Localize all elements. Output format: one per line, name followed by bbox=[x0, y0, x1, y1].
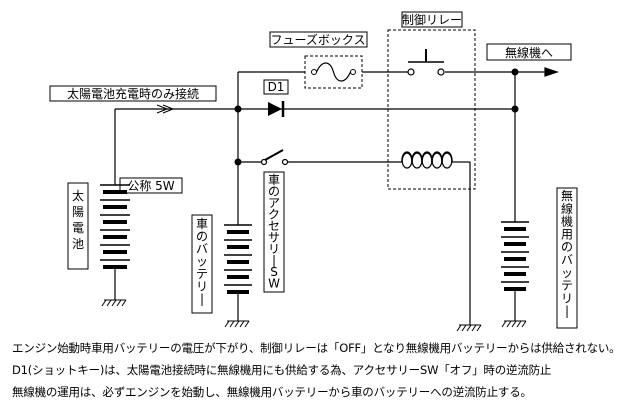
radio-battery-icon bbox=[501, 221, 529, 321]
solar-cell-label: 太陽電池 bbox=[72, 188, 84, 251]
to-radio-label: 無線機へ bbox=[505, 45, 553, 60]
ground-icon bbox=[501, 320, 527, 328]
junction-dot bbox=[511, 68, 519, 76]
ground-icon bbox=[101, 299, 127, 307]
accessory-switch-icon bbox=[260, 149, 289, 166]
solar-only-label-frame bbox=[49, 85, 217, 102]
fuse-icon bbox=[311, 62, 356, 82]
ground-icon bbox=[456, 324, 482, 332]
arrow-to-radio bbox=[544, 67, 559, 77]
solar-cell-label-frame bbox=[67, 182, 89, 270]
relay-label: 制御リレー bbox=[402, 12, 462, 27]
fuse-box-label-frame bbox=[269, 31, 368, 48]
connector-icon bbox=[156, 104, 175, 114]
relay-label-frame bbox=[401, 11, 463, 28]
fuse-box bbox=[304, 55, 363, 89]
diode-icon bbox=[268, 101, 285, 117]
solar-only-label: 太陽電池充電時のみ接続 bbox=[67, 86, 199, 101]
relay-contact-icon bbox=[407, 49, 445, 76]
junction-dot bbox=[511, 105, 519, 113]
car-battery-icon bbox=[224, 218, 252, 321]
junction-dot bbox=[234, 105, 242, 113]
solar-cell-icon bbox=[100, 184, 130, 300]
radio-battery-label-frame bbox=[556, 187, 578, 329]
relay-box bbox=[387, 29, 476, 190]
radio-battery-label: 無線機用のバッテリ| bbox=[561, 188, 573, 318]
fuse-box-label: フューズボックス bbox=[270, 32, 365, 47]
d1-label-frame bbox=[263, 79, 289, 95]
ground-icon bbox=[224, 320, 250, 328]
note-line-2: D1(ショットキー)は、太陽電池接続時に無線機用にも供給する為、アクセサリーSW… bbox=[12, 363, 552, 377]
car-battery-label-frame bbox=[191, 214, 213, 314]
note-line-3: 無線機の運用は、必ずエンジンを始動し、無線機用バッテリーから車のバッテリーへの逆… bbox=[12, 385, 532, 399]
to-radio-label-frame bbox=[486, 43, 572, 61]
nominal-label: 公称 5W bbox=[127, 179, 174, 193]
note-line-1: エンジン始動時車用バッテリーの電圧が下がり、制御リレーは「OFF」となり無線機用… bbox=[12, 341, 621, 355]
junction-dot bbox=[234, 158, 242, 166]
car-accessory-label-frame bbox=[263, 171, 285, 293]
car-battery-label: 車のバッテリ| bbox=[196, 217, 208, 306]
d1-label: D1 bbox=[268, 80, 285, 94]
relay-coil-icon bbox=[401, 151, 458, 169]
